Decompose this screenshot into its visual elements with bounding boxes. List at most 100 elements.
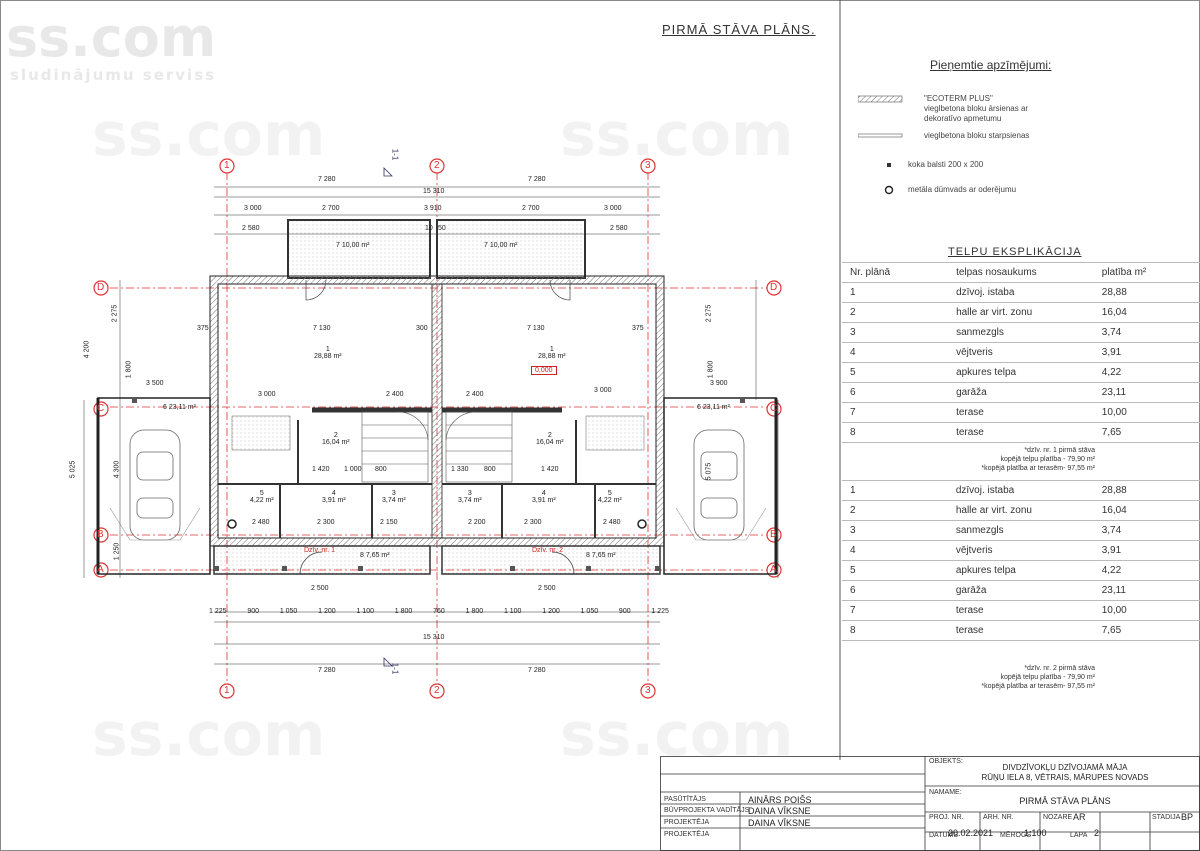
dim-inner-1: 7 130 [313,325,331,332]
legend-item-partition: vieglbetona bloku starpsienas [924,131,1030,140]
explication-title: TELPU EKSPLIKĀCIJA [948,246,1082,258]
dim-top-seg-1: 3 000 [244,205,262,212]
tb-row-label-1: PASŪTĪTĀJS [664,796,706,803]
axis-3-top: 3 [645,160,651,171]
legend-symbols [858,95,903,195]
sheet-name: PIRMĀ STĀVA PLĀNS [1019,796,1111,806]
project-no-label: PROJ. NR. [929,814,964,821]
dim-inner-21: 2 480 [603,519,621,526]
dim-inner-4: 375 [197,325,209,332]
dim-inner-13: 1 330 [451,466,469,473]
scale-label: MĒROGS [1000,832,1032,839]
dim-inner-18: 2 150 [380,519,398,526]
dim-terrace-1: 2 580 [242,225,260,232]
stage-value: BP [1181,812,1194,822]
dim-inner-20: 2 300 [524,519,542,526]
dim-inner-2: 300 [416,325,428,332]
dim-terrace-4: 2 580 [610,225,628,232]
dim-top-total: 15 310 [423,188,445,195]
dim-inner-23: 2 500 [538,585,556,592]
dim-left-7: 1 250 [113,542,121,561]
date-value: 20.02.2021 [948,828,994,838]
apartment-label-1: Dzīv. nr. 1 [304,547,335,554]
dim-inner-15: 1 420 [541,466,559,473]
plan-title: PIRMĀ STĀVA PLĀNS. [662,22,816,37]
section-mark-top: 1-1 [390,148,400,161]
watermark-logo-3: ss.com [560,100,794,170]
legend-item-chimney: metāla dūmvads ar oderējumu [908,185,1017,194]
dim-bottom-half-2: 7 280 [528,667,546,674]
tb-row-value-1: AINĀRS POIŠS [748,795,812,805]
dim-bottom-half-1: 7 280 [318,667,336,674]
dim-left-3: 1 800 [125,360,133,379]
axis-b-left: B [97,529,104,540]
legend-title: Pieņemtie apzīmējumi: [930,58,1052,72]
dim-inner-17: 2 300 [317,519,335,526]
legend-item-post: koka balsti 200 x 200 [908,160,984,169]
dim-inner-19: 2 200 [468,519,486,526]
room-label-6-left: 6 23,11 m² [163,404,196,411]
axis-c-left: C [97,403,105,414]
axis-c-right: C [770,403,778,414]
arh-no-label: ARH. NR. [983,814,1014,821]
watermark-logo-5: ss.com [560,700,794,770]
dim-inner-12: 800 [375,466,387,473]
stage-label: STADIJA [1152,814,1181,821]
dim-inner-7: 2 400 [386,391,404,398]
axis-d-left: D [97,282,105,293]
dim-top-seg-5: 3 000 [604,205,622,212]
dim-inner-6: 3 000 [258,391,276,398]
dim-terrace-2: 10 [425,225,433,232]
tb-row-value-3: DAINA VĪKSNE [748,818,811,828]
dim-right-1: 2 275 [705,304,713,323]
dim-bottom-total: 15 310 [423,634,445,641]
room-label-8-right: 8 7,65 m² [586,552,616,559]
dim-top-half-2: 7 280 [528,176,546,183]
scale-value: 1:100 [1024,828,1047,838]
dim-inner-11: 1 000 [344,466,362,473]
dim-inner-8: 2 400 [466,391,484,398]
dim-terrace-3: 50 [438,225,446,232]
dim-left-6: 4 300 [113,460,121,479]
axis-a-left: A [97,564,104,575]
room-label-8-left: 8 7,65 m² [360,552,390,559]
title-block-frame [660,756,1200,851]
dim-inner-3: 7 130 [527,325,545,332]
room-label-7-left: 7 10,00 m² [336,242,370,249]
dim-left-4: 3 500 [146,380,164,387]
axis-1-top: 1 [224,160,230,171]
date-label: DATUMS [929,832,959,839]
discipline-label: NOZARE [1043,814,1073,821]
watermark-logo-2: ss.com [92,100,326,170]
object-label: OBJEKTS: [929,758,963,765]
tb-row-value-2: DAINA VĪKSNE [748,806,811,816]
axis-2-bottom: 2 [434,685,440,696]
dim-left-5: 5 025 [69,460,77,479]
level-mark: 0,000 [531,366,557,375]
tb-row-label-4: PROJEKTĒJA [664,831,710,838]
sheet-name-label: NAMAME: [929,789,962,796]
